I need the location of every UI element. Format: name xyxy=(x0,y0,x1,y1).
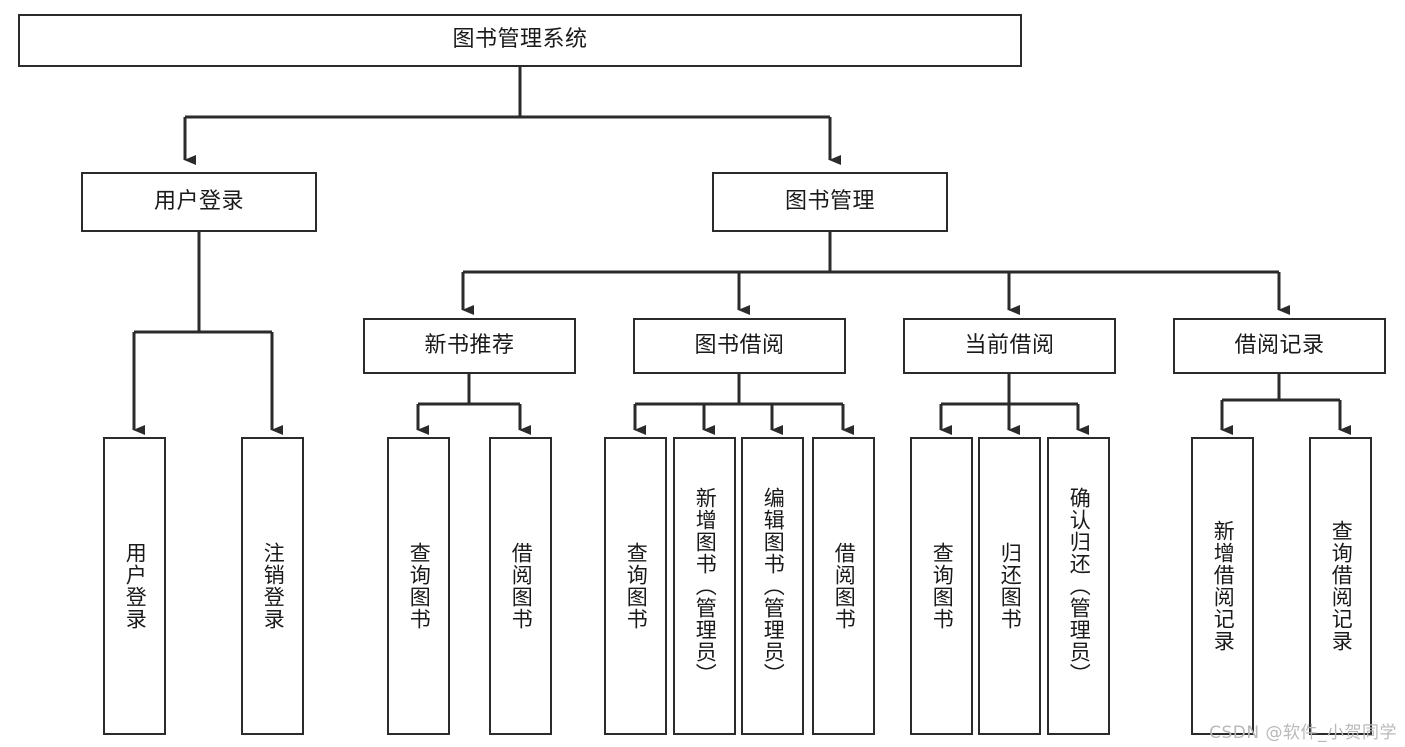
node-label: 新增图书（管理员） xyxy=(693,487,718,685)
node-label: 借阅记录 xyxy=(1234,332,1325,358)
node-label: 用户登录 xyxy=(123,542,148,630)
leaf-book-borrow-query-book[interactable]: 查询图书 xyxy=(604,437,667,735)
node-label: 图书管理系统 xyxy=(452,27,588,53)
node-current-borrow[interactable]: 当前借阅 xyxy=(903,318,1116,374)
node-label: 查询图书 xyxy=(930,542,955,630)
leaf-new-book-query-book[interactable]: 查询图书 xyxy=(387,437,450,735)
node-label: 当前借阅 xyxy=(964,332,1055,358)
node-label: 确认归还（管理员） xyxy=(1067,487,1092,685)
node-root-book-management-system[interactable]: 图书管理系统 xyxy=(18,14,1022,67)
leaf-user-login-login[interactable]: 用户登录 xyxy=(103,437,166,735)
leaf-book-borrow-borrow-book[interactable]: 借阅图书 xyxy=(812,437,875,735)
node-label: 编辑图书（管理员） xyxy=(761,487,786,685)
leaf-book-borrow-edit-book-admin[interactable]: 编辑图书（管理员） xyxy=(741,437,804,735)
node-new-book-recommend[interactable]: 新书推荐 xyxy=(363,318,576,374)
leaf-current-borrow-return-book[interactable]: 归还图书 xyxy=(978,437,1041,735)
node-book-borrow[interactable]: 图书借阅 xyxy=(633,318,846,374)
node-label: 借阅图书 xyxy=(832,542,857,630)
node-label: 用户登录 xyxy=(153,188,244,214)
leaf-borrow-record-query-record[interactable]: 查询借阅记录 xyxy=(1309,437,1372,735)
node-label: 新书推荐 xyxy=(424,332,515,358)
leaf-current-borrow-confirm-return-admin[interactable]: 确认归还（管理员） xyxy=(1047,437,1110,735)
node-label: 归还图书 xyxy=(998,542,1023,630)
leaf-book-borrow-add-book-admin[interactable]: 新增图书（管理员） xyxy=(673,437,736,735)
node-label: 图书管理 xyxy=(784,188,875,214)
node-label: 注销登录 xyxy=(261,542,286,630)
leaf-borrow-record-add-record[interactable]: 新增借阅记录 xyxy=(1191,437,1254,735)
node-label: 图书借阅 xyxy=(694,332,785,358)
node-book-management[interactable]: 图书管理 xyxy=(712,172,948,232)
node-label: 新增借阅记录 xyxy=(1211,520,1236,652)
leaf-new-book-borrow-book[interactable]: 借阅图书 xyxy=(489,437,552,735)
leaf-user-login-logout[interactable]: 注销登录 xyxy=(241,437,304,735)
leaf-current-borrow-query-book[interactable]: 查询图书 xyxy=(910,437,973,735)
node-borrow-record[interactable]: 借阅记录 xyxy=(1173,318,1386,374)
node-label: 查询借阅记录 xyxy=(1329,520,1354,652)
node-user-login[interactable]: 用户登录 xyxy=(81,172,317,232)
node-label: 借阅图书 xyxy=(509,542,534,630)
node-label: 查询图书 xyxy=(624,542,649,630)
node-label: 查询图书 xyxy=(407,542,432,630)
